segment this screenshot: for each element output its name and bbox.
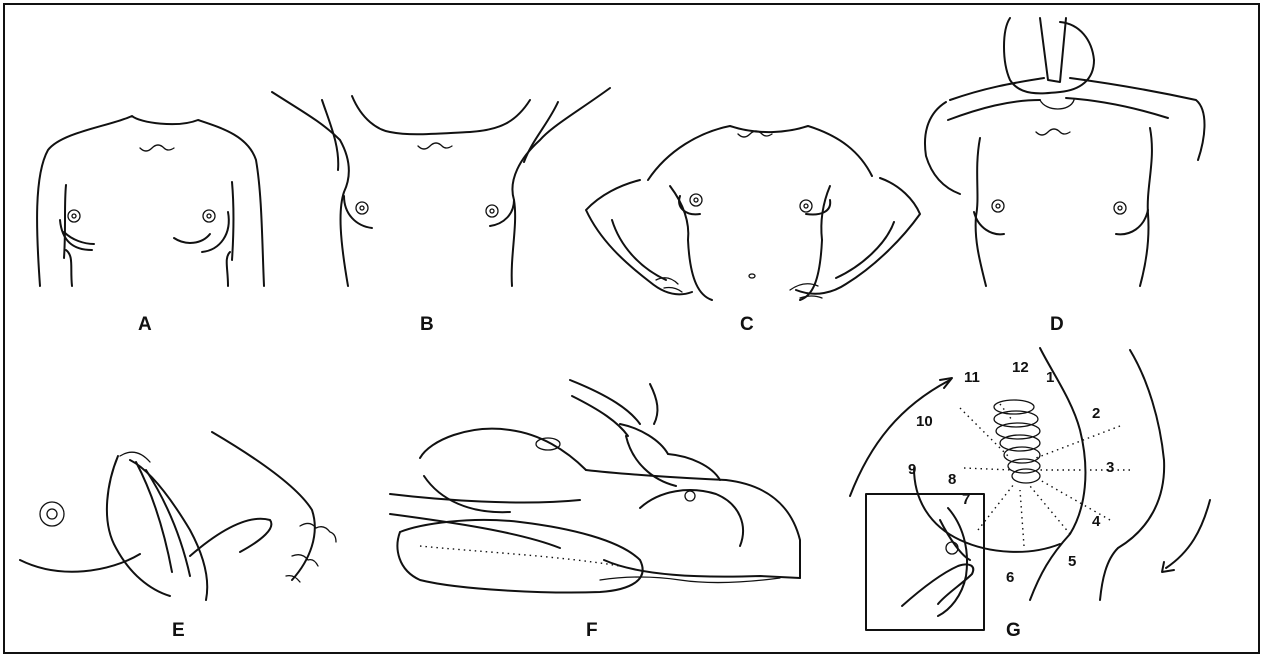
radial-dotted-lines [960,404,1130,546]
clock-number-2: 2 [1092,405,1100,422]
clock-number-7: 7 [962,491,970,508]
clock-number-9: 9 [908,461,916,478]
clock-number-4: 4 [1092,513,1101,530]
clock-number-5: 5 [1068,553,1076,570]
panel-f-figure [390,380,800,593]
panel-e-figure [20,432,336,600]
clock-number-10: 10 [916,413,933,430]
clock-number-6: 6 [1006,569,1014,586]
spiral-pattern [994,400,1040,483]
panel-label-d: D [1050,314,1064,335]
clock-number-11: 11 [964,369,980,386]
clock-number-8: 8 [948,471,956,488]
panel-label-f: F [586,620,598,641]
panel-label-b: B [420,314,434,335]
panel-a-figure [37,116,264,286]
panel-label-a: A [138,314,152,335]
clock-number-3: 3 [1106,459,1114,476]
panel-b-figure [272,88,610,286]
panel-label-c: C [740,314,754,335]
clock-number-12: 12 [1012,359,1029,376]
clock-number-1: 1 [1046,369,1054,386]
panel-d-figure [925,18,1205,286]
panel-label-e: E [172,620,185,641]
panel-label-g: G [1006,620,1021,641]
panel-c-figure [586,126,920,300]
panel-g-figure [850,348,1210,630]
